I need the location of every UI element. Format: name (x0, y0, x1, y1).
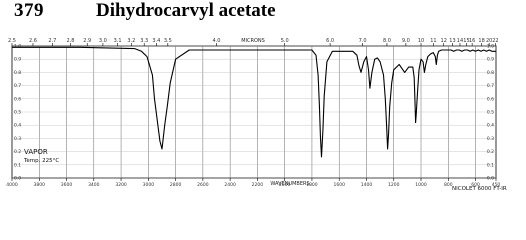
x-tick-label-1800: 1800 (306, 182, 318, 188)
x-tick-label-3200: 3200 (115, 182, 127, 188)
top-tick-label-7.0: 7.0 (359, 38, 367, 44)
x-tick-label-1000: 1000 (415, 182, 427, 188)
bottom-axis-label: WAVENUMBERS (270, 181, 309, 187)
top-tick-label-4.0: 4.0 (213, 38, 221, 44)
right-tick-label-0.3: 0.3 (487, 136, 494, 142)
top-tick-label-2.5: 2.5 (8, 38, 16, 44)
top-tick-label-8.0: 8.0 (383, 38, 391, 44)
x-tick-label-1200: 1200 (388, 182, 400, 188)
top-tick-label-2.8: 2.8 (66, 38, 74, 44)
left-axis-ticks: 1.0 0.9 0.8 0.7 0.6 0.5 0.4 0.3 0.2 0.1 0.0 (14, 44, 21, 182)
top-tick-label-16: 16 (469, 38, 475, 44)
x-tick-label-1400: 1400 (361, 182, 373, 188)
right-tick-label-0.0: 0.0 (487, 176, 494, 182)
left-tick-label-0.5: 0.5 (14, 110, 21, 116)
top-tick-label-3.3: 3.3 (140, 38, 148, 44)
x-tick-label-3800: 3800 (34, 182, 46, 188)
compound-number: 379 (14, 0, 44, 21)
right-tick-label-1.0: 1.0 (487, 44, 494, 50)
top-tick-label-15: 15 (463, 38, 469, 44)
x-tick-label-2200: 2200 (252, 182, 264, 188)
right-tick-label-0.1: 0.1 (487, 162, 494, 168)
top-tick-label-22: 22 (492, 38, 498, 44)
x-tick-label-2400: 2400 (224, 182, 236, 188)
top-tick-label-2.6: 2.6 (29, 38, 37, 44)
top-tick-label-12: 12 (441, 38, 447, 44)
left-tick-label-0.0: 0.0 (14, 176, 21, 182)
bottom-wavenumber-ticks: 4000 3800 3600 3400 3200 3000 2800 2600 2400 2200… (6, 178, 500, 188)
x-tick-label-450: 450 (492, 182, 501, 188)
top-tick-label-3.2: 3.2 (127, 38, 135, 44)
right-tick-label-0.7: 0.7 (487, 83, 494, 89)
temperature-label: Temp. 225°C (23, 158, 59, 164)
x-tick-label-2000: 2000 (279, 182, 291, 188)
right-axis-ticks: 1.0 0.9 0.8 0.7 0.6 0.5 0.4 0.3 0.2 0.1 0.0 (487, 44, 494, 182)
left-tick-label-0.9: 0.9 (14, 57, 21, 63)
x-tick-label-3400: 3400 (88, 182, 100, 188)
compound-title: Dihydrocarvyl acetate (96, 0, 276, 21)
x-tick-label-3600: 3600 (61, 182, 73, 188)
left-tick-label-0.6: 0.6 (14, 96, 21, 102)
top-micron-ticks: 2.5 2.6 2.7 2.8 2.9 3.0 3.1 3.2 3.3 3.4 3.5 4.0 5.0 6… (8, 38, 499, 46)
right-tick-label-0.4: 0.4 (487, 123, 494, 129)
left-tick-label-0.3: 0.3 (14, 136, 21, 142)
x-tick-label-2800: 2800 (170, 182, 182, 188)
left-tick-label-0.2: 0.2 (14, 149, 21, 155)
spectrum-trace (12, 46, 496, 158)
x-tick-label-2600: 2600 (197, 182, 209, 188)
top-tick-label-10: 10 (418, 38, 424, 44)
sample-state-label: VAPOR (24, 148, 48, 156)
x-tick-label-4000: 4000 (6, 182, 18, 188)
top-tick-label-11: 11 (430, 38, 436, 44)
right-tick-label-0.2: 0.2 (487, 149, 494, 155)
right-tick-label-0.6: 0.6 (487, 96, 494, 102)
x-tick-label-800: 800 (444, 182, 453, 188)
top-tick-label-3.5: 3.5 (164, 38, 172, 44)
top-tick-label-20: 20 (486, 38, 492, 44)
top-tick-label-3.4: 3.4 (152, 38, 160, 44)
x-tick-label-600: 600 (471, 182, 480, 188)
left-tick-label-0.4: 0.4 (14, 123, 21, 129)
right-tick-label-0.8: 0.8 (487, 70, 494, 76)
top-tick-label-2.7: 2.7 (48, 38, 56, 44)
instrument-label: NICOLET 6000 FT-IR (452, 186, 507, 192)
top-tick-label-6.0: 6.0 (326, 38, 334, 44)
top-tick-label-9.0: 9.0 (402, 38, 410, 44)
top-tick-label-3.0: 3.0 (99, 38, 107, 44)
right-tick-label-0.5: 0.5 (487, 110, 494, 116)
x-tick-label-3000: 3000 (143, 182, 155, 188)
left-tick-label-0.8: 0.8 (14, 70, 21, 76)
left-tick-label-0.7: 0.7 (14, 83, 21, 89)
top-tick-label-18: 18 (478, 38, 484, 44)
left-tick-label-1.0: 1.0 (14, 44, 21, 50)
top-tick-label-14: 14 (457, 38, 463, 44)
right-tick-label-0.9: 0.9 (487, 57, 494, 63)
left-tick-label-0.1: 0.1 (14, 162, 21, 168)
top-tick-label-5.0: 5.0 (281, 38, 289, 44)
top-axis-label: MICRONS (241, 38, 265, 44)
top-tick-label-3.1: 3.1 (114, 38, 122, 44)
top-tick-label-2.9: 2.9 (83, 38, 91, 44)
ir-spectrum-chart: 2.5 2.6 2.7 2.8 2.9 3.0 3.1 3.2 3.3 3.4 3.5 4.0 5.0 6… (6, 38, 507, 192)
top-tick-label-13: 13 (449, 38, 455, 44)
x-tick-label-1600: 1600 (333, 182, 345, 188)
